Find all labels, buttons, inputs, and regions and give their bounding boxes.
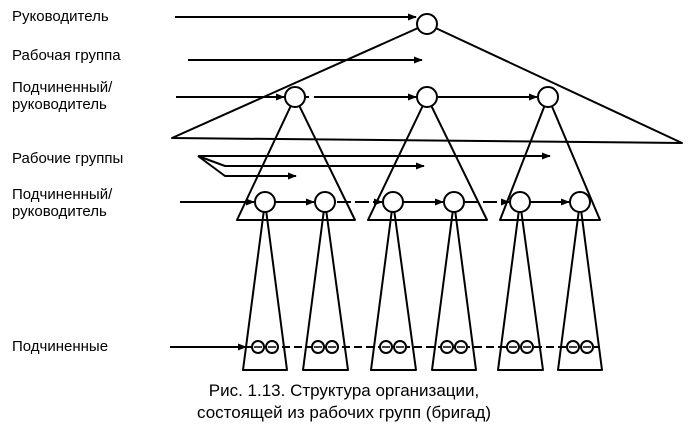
label-sub-leader-1-line1: Подчиненный/ <box>12 79 113 96</box>
label-sub-leader-1-line2: руководитель <box>12 96 107 113</box>
label-working-group: Рабочая группа <box>12 47 121 64</box>
top-group-triangle <box>171 23 683 144</box>
group-triangle-3 <box>499 96 601 221</box>
working-groups-arrow-short <box>197 155 297 180</box>
sub-leader-node-1 <box>284 86 306 108</box>
group-triangle-2 <box>367 96 488 221</box>
leader-node <box>416 13 438 35</box>
figure-caption-line2: состоящей из рабочих групп (бригад) <box>197 403 491 422</box>
label-subordinates: Подчиненные <box>12 338 109 355</box>
sub-leader-node-3 <box>537 86 559 108</box>
sub-leader-node-2 <box>416 86 438 108</box>
sub-leader-node-4 <box>254 191 276 213</box>
sub-triangle-6 <box>557 201 603 371</box>
sub-triangle-3 <box>370 201 417 371</box>
label-sub-leader-2-line1: Подчиненный/ <box>12 186 113 203</box>
sub-triangle-1 <box>242 201 288 371</box>
sub-triangle-4 <box>431 201 477 371</box>
sub-leader-node-8 <box>509 191 531 213</box>
label-working-groups: Рабочие группы <box>12 150 124 167</box>
sub-leader-node-5 <box>314 191 336 213</box>
figure-caption-line1: Рис. 1.13. Структура организации, <box>208 381 480 400</box>
sub-triangle-2 <box>302 201 349 371</box>
sub-leader-node-9 <box>569 191 591 213</box>
label-sub-leader-2-line2: руководитель <box>12 203 107 220</box>
label-leader: Руководитель <box>12 8 109 25</box>
group-triangle-1 <box>236 96 356 221</box>
sub-triangle-5 <box>497 201 544 371</box>
sub-leader-node-6 <box>382 191 404 213</box>
working-groups-arrow-mid <box>197 155 425 170</box>
sub-leader-node-7 <box>443 191 465 213</box>
